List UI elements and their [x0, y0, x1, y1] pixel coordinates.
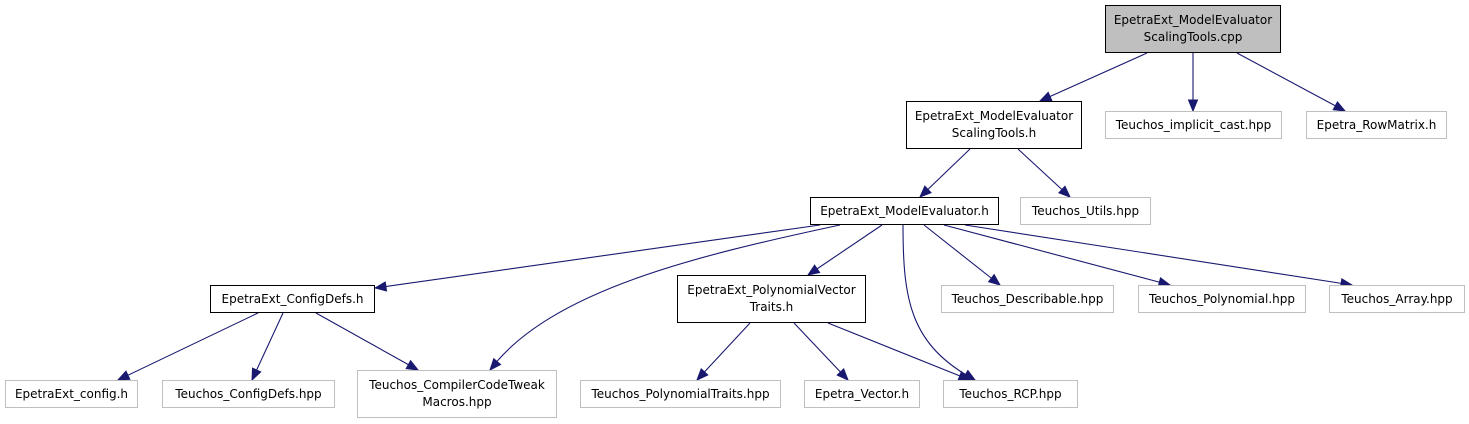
edge-cd-to-tcct: [315, 312, 419, 371]
edge-root-to-erm-arrowhead: [1332, 100, 1347, 112]
node-polynomialvector-traits[interactable]: EpetraExt_PolynomialVector Traits.h: [677, 275, 866, 323]
node-teuchos-utils: Teuchos_Utils.hpp: [1020, 197, 1151, 225]
node-teuchos-describable: Teuchos_Describable.hpp: [941, 285, 1114, 313]
edge-mest-to-tu: [1017, 148, 1071, 198]
edge-me-to-td-arrowhead: [987, 273, 1002, 286]
node-epetraext-config: EpetraExt_config.h: [5, 380, 138, 408]
edge-cd-to-ec-arrowhead: [116, 370, 131, 381]
node-epetra-vector: Epetra_Vector.h: [804, 380, 920, 408]
edge-mest-to-tu-arrowhead: [1057, 185, 1071, 198]
edge-me-to-pvt-arrowhead: [806, 264, 821, 276]
edge-cd-to-tcd: [251, 312, 284, 381]
edge-pvt-to-tpt-arrowhead: [696, 368, 709, 381]
node-teuchos-implicit-cast: Teuchos_implicit_cast.hpp: [1105, 111, 1282, 139]
edge-me-to-cd-arrowhead: [373, 281, 388, 292]
edge-pvt-to-tpt: [696, 322, 751, 381]
node-teuchos-array: Teuchos_Array.hpp: [1329, 285, 1465, 313]
node-teuchos-configdefs: Teuchos_ConfigDefs.hpp: [162, 380, 335, 408]
edge-cd-to-tcd-arrowhead: [251, 367, 262, 382]
node-scalingtools-h[interactable]: EpetraExt_ModelEvaluator ScalingTools.h: [906, 101, 1082, 149]
edge-me-to-tp: [943, 224, 1171, 286]
edge-pvt-to-rcp: [827, 322, 971, 381]
edge-mest-to-me: [919, 148, 971, 198]
edge-me-to-tcct: [489, 224, 841, 371]
node-epetra-rowmatrix: Epetra_RowMatrix.h: [1306, 111, 1447, 139]
edge-root-to-mest: [1039, 52, 1148, 102]
edge-pvt-to-ev-arrowhead: [836, 368, 849, 381]
edge-root-to-erm: [1236, 52, 1346, 112]
edge-me-to-ta: [964, 224, 1353, 286]
node-teuchos-polynomial: Teuchos_Polynomial.hpp: [1138, 285, 1306, 313]
node-teuchos-polynomialtraits: Teuchos_PolynomialTraits.hpp: [580, 380, 781, 408]
edge-me-to-tcct-arrowhead: [489, 357, 502, 372]
node-epetraext-configdefs[interactable]: EpetraExt_ConfigDefs.h: [210, 285, 375, 313]
node-root-scalingtools-cpp[interactable]: EpetraExt_ModelEvaluator ScalingTools.cp…: [1105, 5, 1281, 53]
edge-me-to-td: [923, 224, 1001, 286]
edge-root-to-tic-arrowhead: [1187, 99, 1199, 113]
node-teuchos-compilercodetweak: Teuchos_CompilerCodeTweak Macros.hpp: [357, 370, 557, 418]
node-epetraext-modelevaluator-h[interactable]: EpetraExt_ModelEvaluator.h: [810, 197, 999, 225]
edge-root-to-mest-arrowhead: [1038, 91, 1053, 102]
edge-me-to-cd: [374, 224, 821, 289]
edge-me-to-rcp: [902, 224, 976, 381]
edge-cd-to-tcct-arrowhead: [405, 359, 420, 371]
node-teuchos-rcp: Teuchos_RCP.hpp: [943, 380, 1078, 408]
edge-mest-to-me-arrowhead: [919, 185, 932, 198]
edge-cd-to-ec: [117, 312, 259, 381]
edge-me-to-pvt: [807, 224, 883, 276]
edge-pvt-to-ev: [793, 322, 849, 381]
